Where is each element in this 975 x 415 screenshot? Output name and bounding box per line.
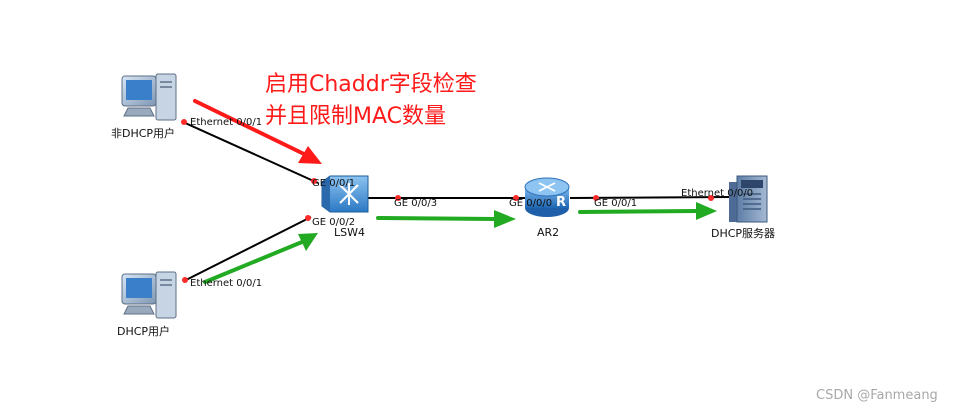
- green-arrow-sw-router: [376, 210, 516, 228]
- pc-icon[interactable]: [121, 73, 177, 121]
- router-icon[interactable]: R: [524, 177, 570, 217]
- device-label-router: AR2: [537, 226, 560, 239]
- red-arrow: [193, 99, 322, 164]
- device-label-pc2: DHCP用户: [117, 325, 171, 338]
- port-label-sw-ge3: GE 0/0/3: [394, 198, 438, 209]
- port-dot-ar-ge1: [593, 195, 599, 201]
- link-pc1-switch: [182, 121, 319, 184]
- device-label-switch: LSW4: [334, 226, 365, 239]
- port-label-ar-ge1: GE 0/0/1: [594, 198, 638, 209]
- watermark: CSDN @Fanmeang: [816, 388, 938, 403]
- annotation-line1: 启用Chaddr字段检查: [265, 72, 477, 97]
- device-label-server: DHCP服务器: [711, 227, 776, 240]
- port-dot-sw-ge1: [311, 178, 317, 184]
- port-label-sw-ge1: GE 0/0/1: [312, 178, 356, 189]
- port-label-pc2: Ethernet 0/0/1: [190, 278, 263, 289]
- green-arrow-router-server: [578, 202, 717, 220]
- pc-icon[interactable]: [121, 271, 177, 319]
- port-label-ar-ge0: GE 0/0/0: [509, 198, 553, 209]
- port-dot-pc1: [181, 119, 187, 125]
- port-label-pc1: Ethernet 0/0/1: [190, 117, 263, 128]
- port-label-srv: Ethernet 0/0/0: [681, 188, 754, 199]
- switch-icon[interactable]: [321, 175, 369, 213]
- annotation-line2: 并且限制MAC数量: [265, 104, 447, 129]
- server-icon[interactable]: [729, 175, 768, 223]
- port-dot-sw-ge2: [305, 215, 311, 221]
- port-dots: [181, 119, 714, 283]
- port-dot-pc2: [182, 277, 188, 283]
- svg-text:R: R: [556, 195, 566, 210]
- port-dot-sw-ge3: [395, 195, 401, 201]
- green-arrow-pc2: [203, 233, 318, 284]
- port-dot-ar-ge0: [513, 195, 519, 201]
- port-label-sw-ge2: GE 0/0/2: [312, 217, 356, 228]
- link-pc2-switch: [183, 216, 312, 282]
- port-dot-srv: [708, 195, 714, 201]
- device-label-pc1: 非DHCP用户: [111, 127, 176, 140]
- flow-arrows: [193, 99, 717, 284]
